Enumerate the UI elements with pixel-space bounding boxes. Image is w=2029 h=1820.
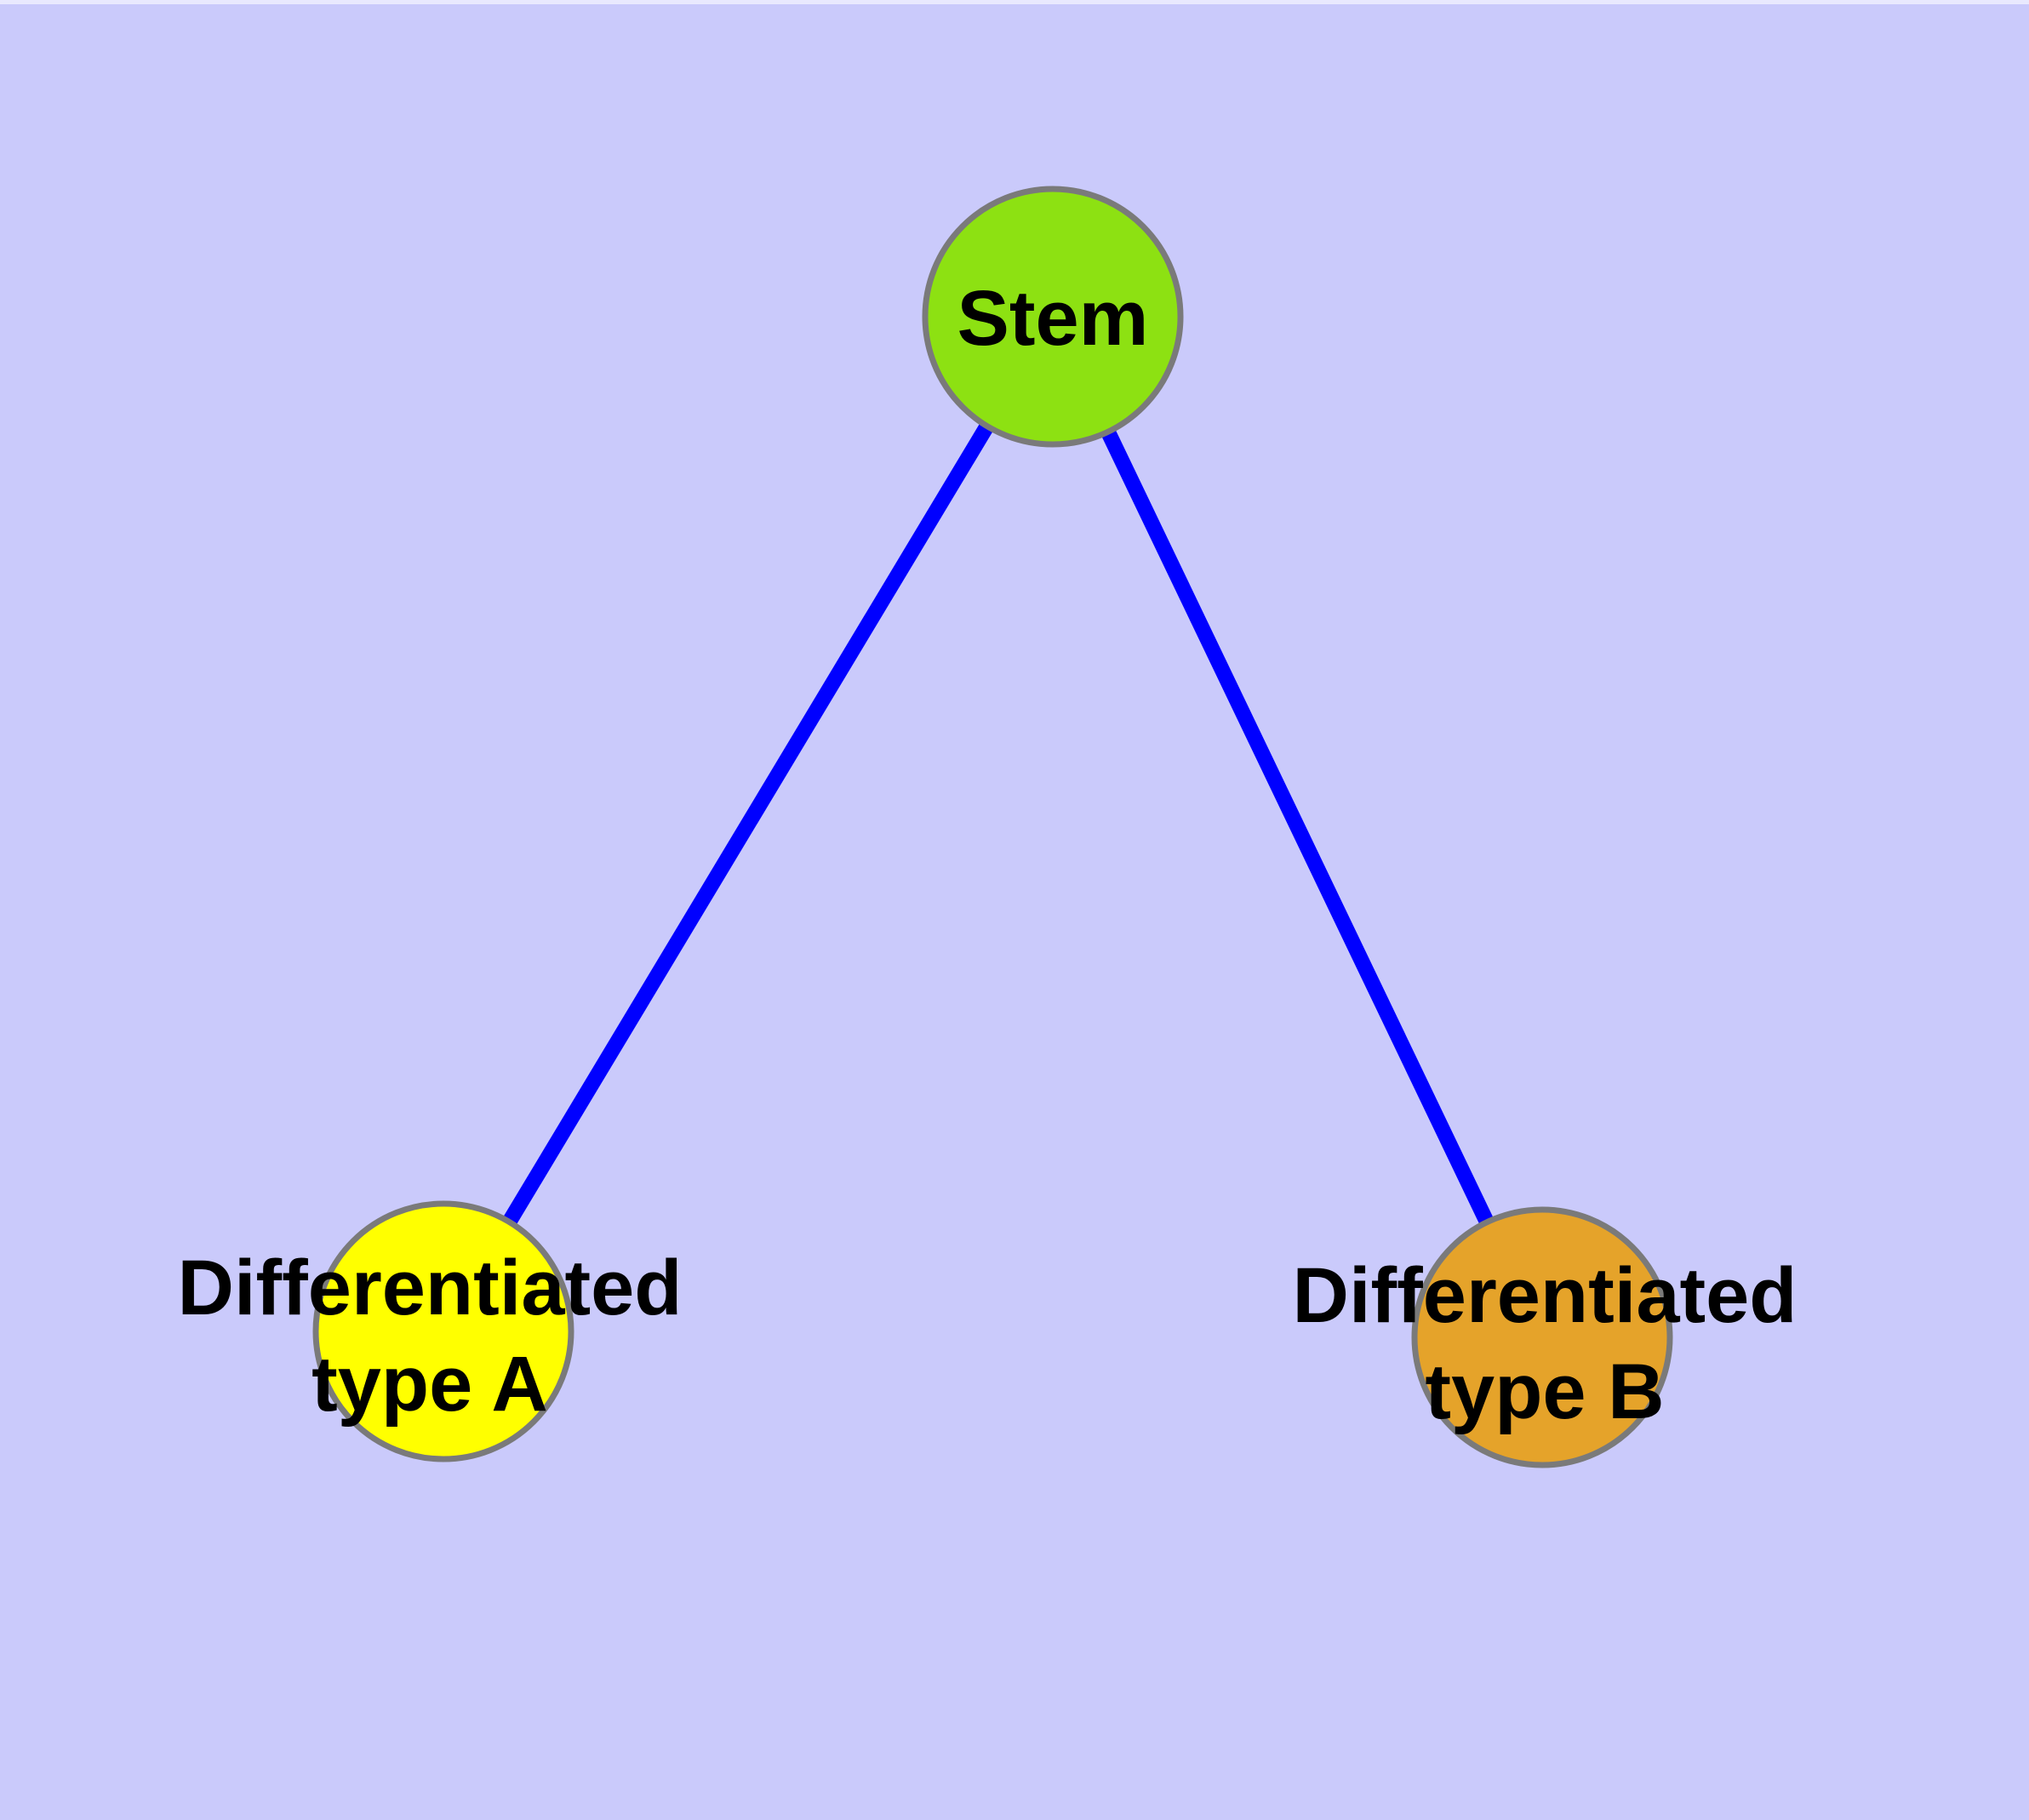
node-type-b-label-line2: type B <box>1425 1348 1664 1435</box>
node-stem-circle <box>922 186 1184 448</box>
node-type-a-label-line1: Differentiated <box>178 1245 683 1331</box>
edge-stem-to-type-a <box>437 312 1060 1336</box>
node-type-a: Differentiated type A <box>178 1200 683 1462</box>
node-type-a-circle <box>312 1200 574 1462</box>
node-type-b-label-line1: Differentiated <box>1293 1252 1798 1339</box>
node-type-a-label-line2: type A <box>311 1341 548 1428</box>
node-type-b-circle <box>1411 1206 1673 1468</box>
node-stem: Stem <box>922 186 1184 448</box>
top-edge-strip <box>0 0 2029 4</box>
node-stem-label: Stem <box>957 275 1149 362</box>
node-type-b: Differentiated type B <box>1293 1206 1798 1468</box>
edge-stem-to-type-b <box>1045 313 1550 1341</box>
